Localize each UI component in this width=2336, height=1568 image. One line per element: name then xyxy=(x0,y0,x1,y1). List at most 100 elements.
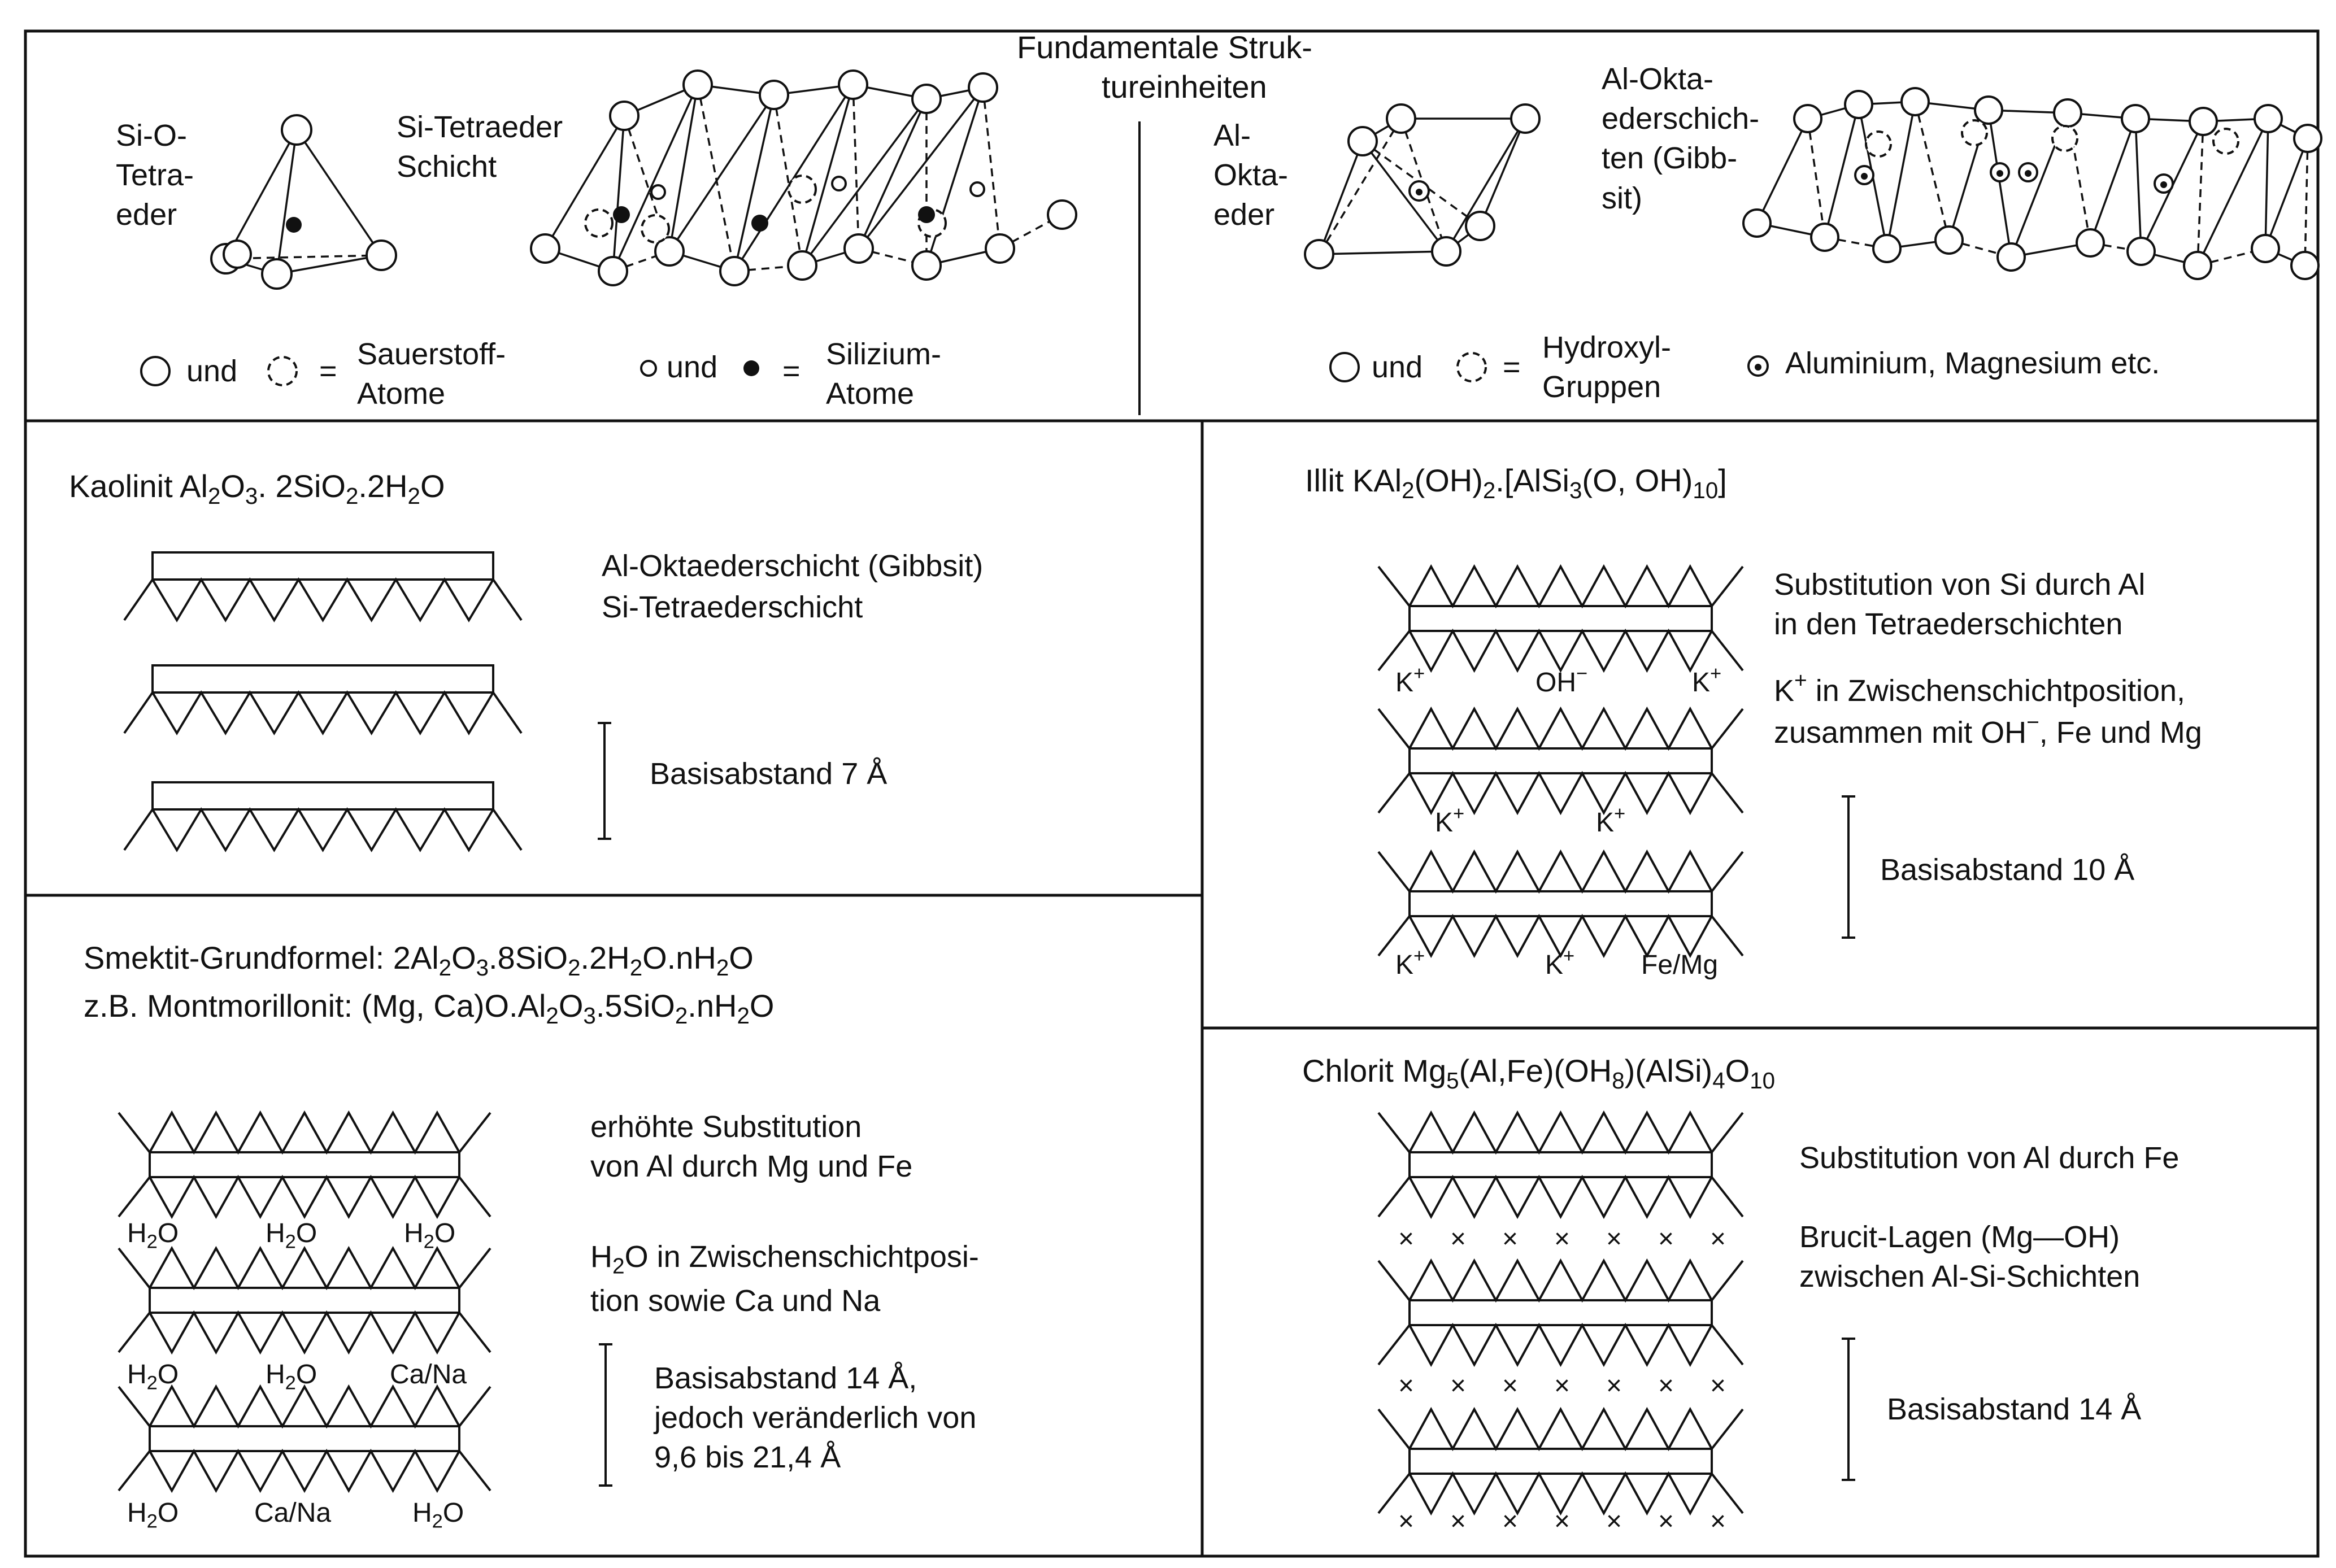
formula-sub: 5 xyxy=(1446,1068,1459,1094)
formula-part: O.nH xyxy=(642,940,716,975)
tetrahedral-layer-lower xyxy=(118,1174,491,1219)
legend-hydroxyl-symbol xyxy=(1329,352,1360,382)
tetrahedral-layer xyxy=(123,577,523,622)
oxygen-atom xyxy=(911,250,942,281)
octa-sheet-edge xyxy=(2304,138,2309,266)
illit-interlayer-label: Fe/Mg xyxy=(1641,949,1718,982)
text-sup: + xyxy=(1794,668,1807,693)
brucit-cross: × xyxy=(1398,1223,1414,1256)
hydroxyl-group xyxy=(1510,103,1541,134)
chlorit-formula: Chlorit Mg5(Al,Fe)(OH8)(AlSi)4O10 xyxy=(1302,1051,1775,1092)
illit-interlayer-label: K+ xyxy=(1545,946,1574,982)
kaolinit-name: Kaolinit xyxy=(69,468,173,504)
oxygen-atom xyxy=(1047,199,1077,230)
brucit-cross-part: × xyxy=(1554,1224,1571,1254)
chlorit-basisabstand: Basisabstand 14 Å xyxy=(1887,1392,2142,1426)
hydroxyl-group-hidden xyxy=(1865,130,1892,158)
illit-interlayer-label: K+ xyxy=(1435,804,1464,839)
chlorit-desc-brucit: Brucit-Lagen (Mg—OH) zwischen Al-Si-Schi… xyxy=(1799,1220,2141,1294)
smektit-interlayer-label-part: O xyxy=(157,1360,179,1390)
smektit-interlayer-label-part: O xyxy=(434,1218,456,1248)
tetrahedral-layer-upper xyxy=(118,1110,491,1155)
illit-interlayer-label: K+ xyxy=(1596,804,1625,839)
formula-part: (O, OH) xyxy=(1582,463,1693,498)
brucit-cross-part: × xyxy=(1554,1506,1571,1536)
tetrahedral-layer-upper xyxy=(118,1245,491,1291)
octa-edge xyxy=(1319,250,1447,255)
sheet-edge xyxy=(801,84,854,266)
illit-interlayer-label-part: + xyxy=(1453,803,1465,825)
oxygen-atom xyxy=(598,256,628,286)
sheet-edge xyxy=(668,94,775,252)
octahedral-layer xyxy=(1408,605,1713,632)
brucit-cross-part: × xyxy=(1450,1371,1467,1401)
brucit-cross: × xyxy=(1554,1370,1570,1403)
smektit-basisabstand: Basisabstand 14 Å, jedoch veränderlich v… xyxy=(654,1361,977,1475)
sheet-edge-hidden xyxy=(852,84,860,249)
smektit-interlayer-label: H2O xyxy=(266,1217,317,1252)
octa-sheet-edge xyxy=(2196,118,2269,266)
brucit-cross-part: × xyxy=(1606,1224,1622,1254)
header-title-line2: tureinheiten xyxy=(1102,69,1267,104)
formula-sub: 2 xyxy=(737,1003,750,1029)
formula-sub: 2 xyxy=(207,483,221,509)
formula-part: z.B. Montmorillonit: (Mg, Ca)O.Al xyxy=(84,988,546,1023)
illit-interlayer-label-part: K xyxy=(1596,808,1615,838)
hydroxyl-group xyxy=(1742,208,1772,238)
legend-eq-3: = xyxy=(1503,350,1521,384)
tetrahedral-layer-upper xyxy=(1377,1406,1744,1452)
brucit-cross-part: × xyxy=(1606,1371,1622,1401)
silicon-atom xyxy=(918,206,935,223)
formula-part: )(AlSi) xyxy=(1624,1053,1713,1088)
sheet-edge xyxy=(801,98,928,267)
smektit-interlayer-label-part: H xyxy=(127,1360,147,1390)
brucit-cross: × xyxy=(1658,1505,1674,1538)
octa-sheet-edge xyxy=(2089,118,2137,243)
hydroxyl-group xyxy=(2293,124,2322,153)
legend-silicon-symbol xyxy=(743,360,759,376)
formula-sub: 2 xyxy=(716,955,729,981)
hydroxyl-group xyxy=(2254,104,2283,133)
octahedral-layer xyxy=(1408,747,1713,774)
text-part: zusammen mit OH xyxy=(1774,716,2027,750)
smektit-interlayer-label-part: 2 xyxy=(285,1372,296,1394)
formula-sub: 2 xyxy=(345,483,359,509)
silicon-atom-small xyxy=(650,184,666,200)
octa-sheet-edge xyxy=(2264,118,2269,249)
formula-part: O xyxy=(1725,1053,1750,1088)
label-al-oktaederschichten: Al-Okta- ederschich- ten (Gibb- sit) xyxy=(1602,62,1760,215)
brucit-cross: × xyxy=(1502,1505,1518,1538)
brucit-cross-part: × xyxy=(1658,1506,1674,1536)
oxygen-atom xyxy=(985,233,1015,264)
tetrahedral-layer-lower xyxy=(1377,770,1744,816)
oxygen-atom xyxy=(911,84,942,114)
smektit-desc-h2o-line1: H2O in Zwischenschichtposi- xyxy=(590,1237,979,1278)
tetrahedral-layer-lower xyxy=(1377,1471,1744,1516)
kaolinit-formula: Kaolinit Al2O3. 2SiO2.2H2O xyxy=(69,466,445,507)
illit-desc-substitution: Substitution von Si durch Al in den Tetr… xyxy=(1774,568,2146,642)
octa-sheet-edge xyxy=(1886,101,1916,249)
illit-interlayer-label-part: K xyxy=(1545,950,1564,980)
illit-interlayer-label-part: OH xyxy=(1535,668,1576,698)
sheet-edge-hidden xyxy=(773,94,803,266)
tetrahedral-layer-lower xyxy=(1377,628,1744,673)
oxygen-atom xyxy=(281,114,312,146)
formula-part: . 2SiO xyxy=(258,468,346,504)
brucit-cross: × xyxy=(1710,1223,1726,1256)
smektit-desc-h2o-line2: tion sowie Ca und Na xyxy=(590,1284,881,1318)
tetrahedral-layer xyxy=(123,807,523,852)
brucit-cross-part: × xyxy=(1710,1506,1726,1536)
brucit-cross: × xyxy=(1502,1223,1518,1256)
brucit-cross: × xyxy=(1606,1370,1622,1403)
tetrahedral-layer-lower xyxy=(118,1310,491,1355)
illit-interlayer-label-part: K xyxy=(1692,668,1711,698)
aluminium-atom-core xyxy=(1996,170,2003,177)
formula-part: O xyxy=(220,468,245,504)
brucit-cross: × xyxy=(1450,1370,1466,1403)
smektit-interlayer-label: H2O xyxy=(412,1497,464,1531)
kaolinit-desc-line1: Al-Oktaederschicht (Gibbsit) xyxy=(602,549,984,583)
hydroxyl-group xyxy=(1900,87,1930,116)
brucit-cross: × xyxy=(1398,1505,1414,1538)
sheet-edge-hidden xyxy=(623,115,671,252)
formula-part: (Al,Fe)(OH xyxy=(1459,1053,1612,1088)
